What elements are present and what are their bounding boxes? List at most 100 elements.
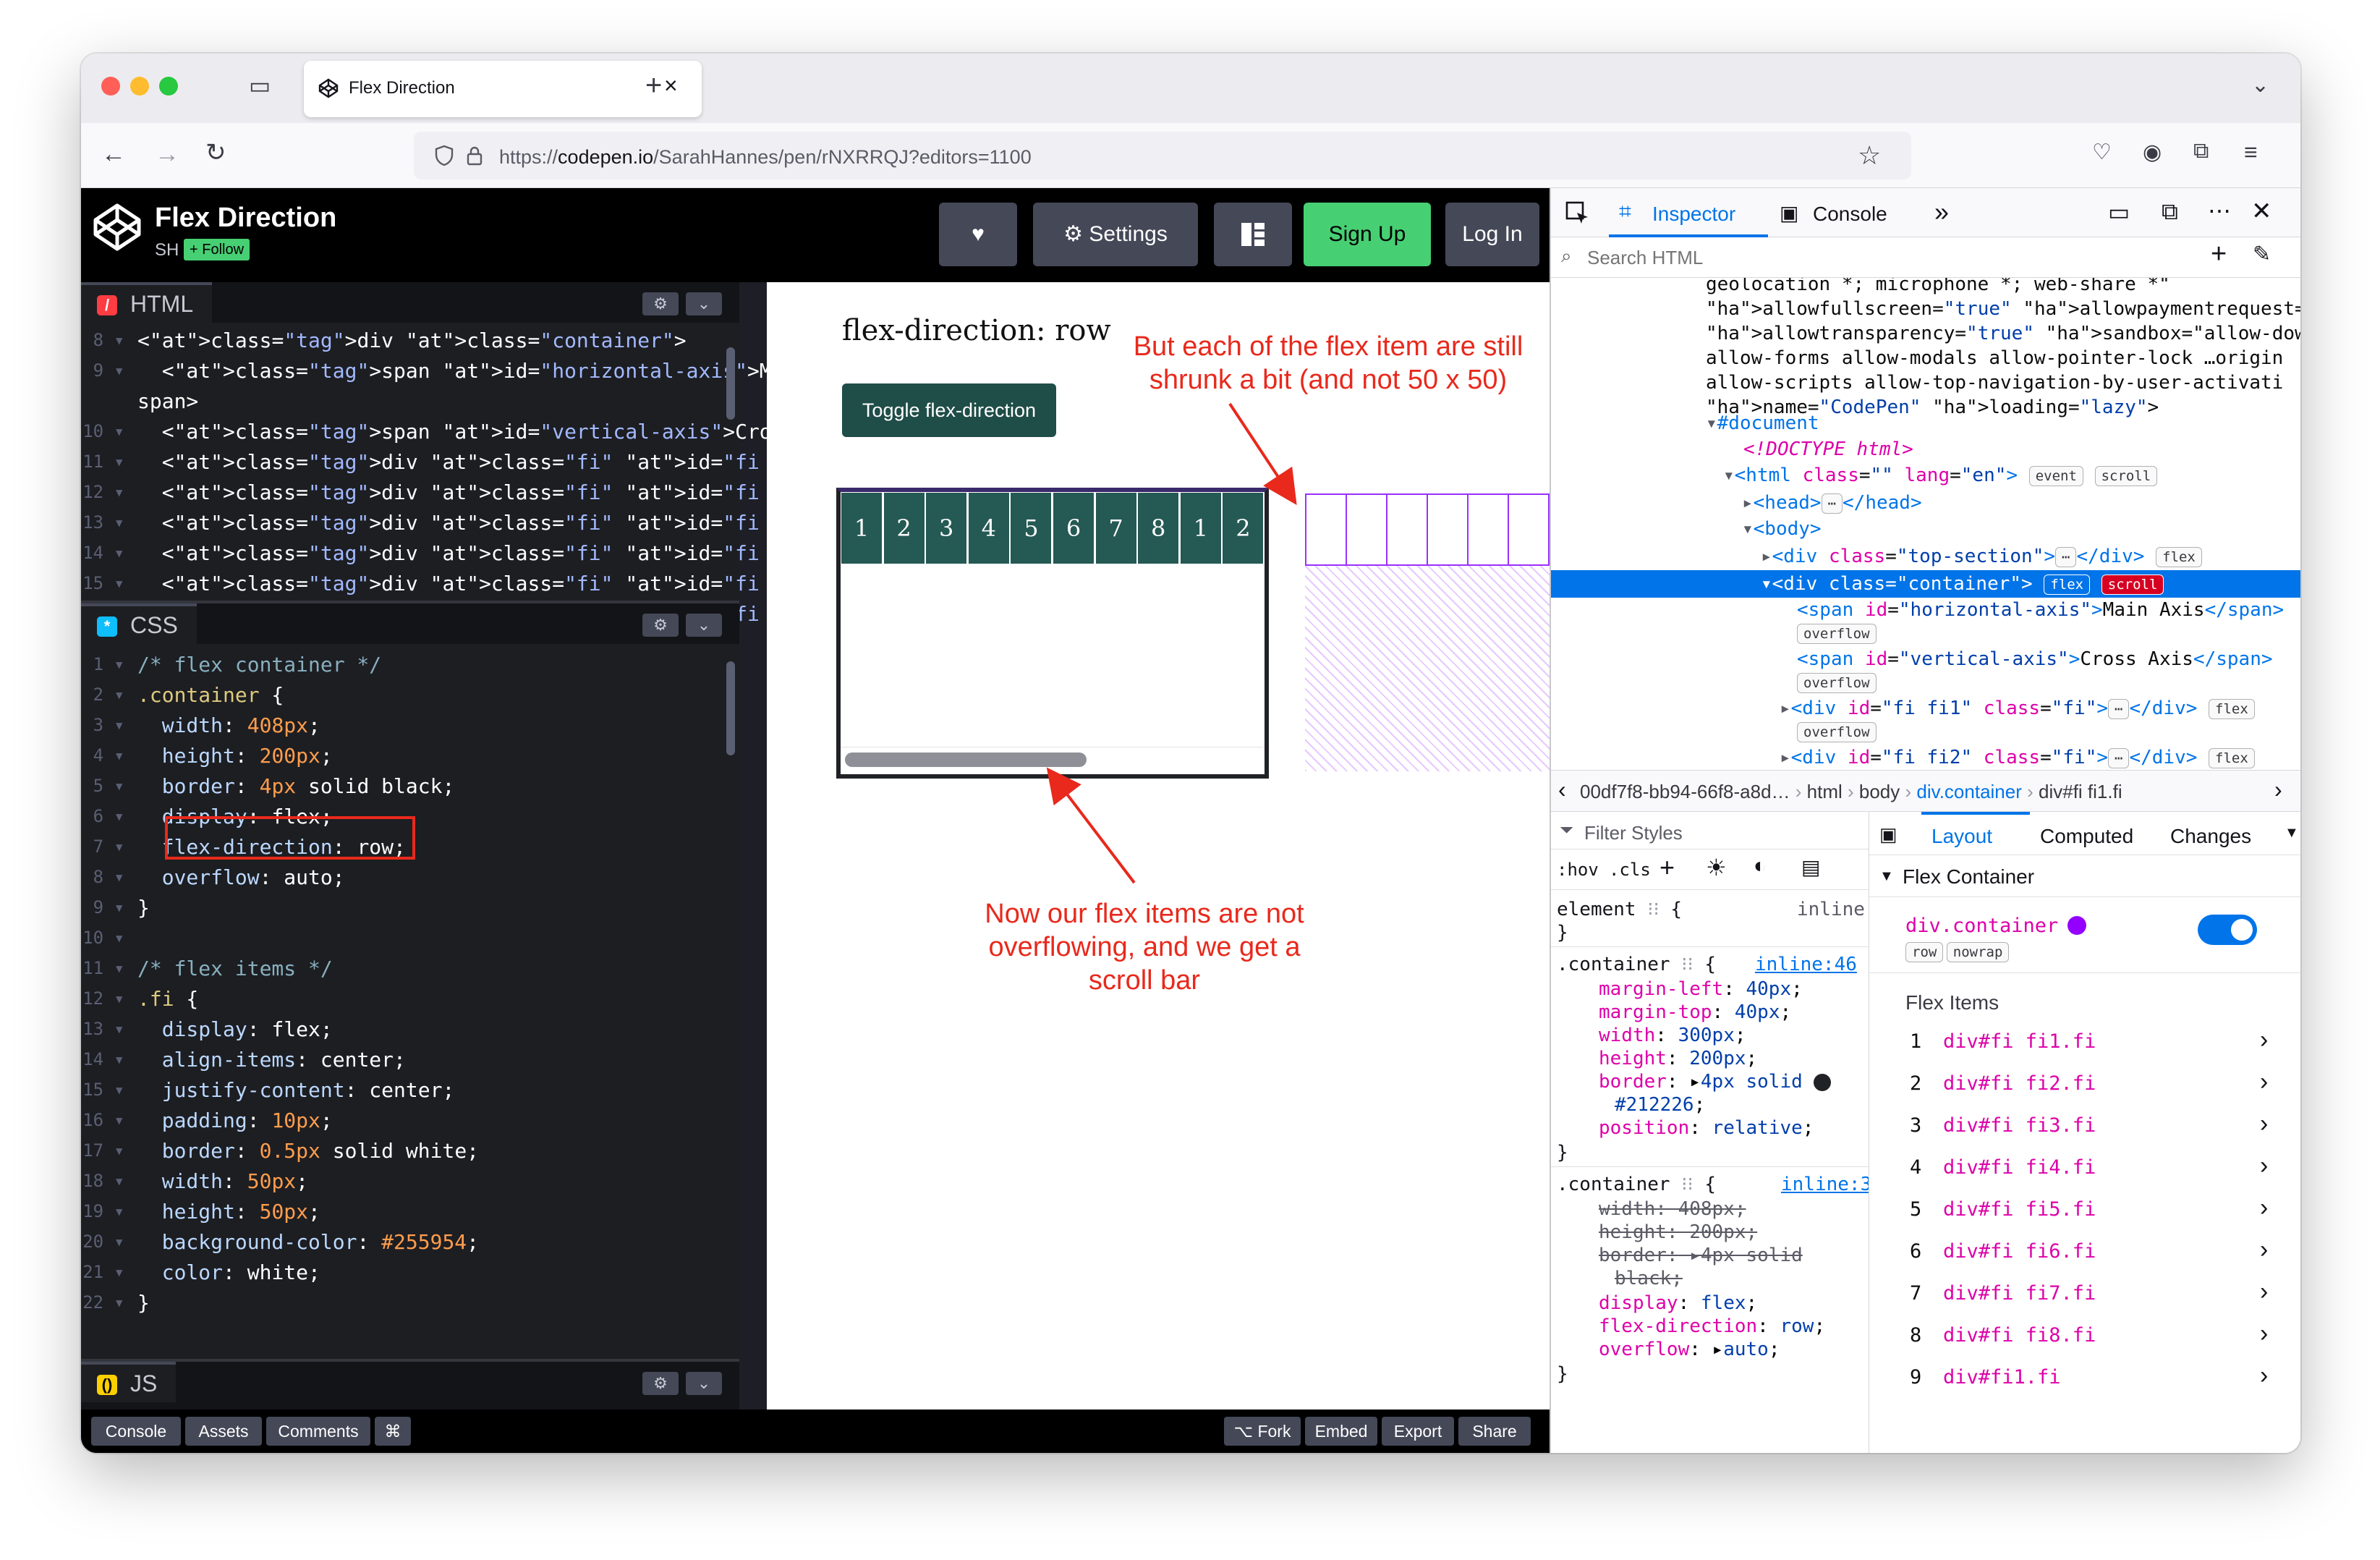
- css-scrollbar[interactable]: [726, 661, 735, 755]
- tab-computed[interactable]: Computed: [2040, 825, 2134, 847]
- tab-list-chevron-icon[interactable]: ⌄: [2251, 73, 2270, 97]
- responsive-design-icon[interactable]: ⧉: [2162, 198, 2178, 224]
- html-collapse-button[interactable]: ⌄: [686, 292, 722, 315]
- highlight-color-swatch[interactable]: [2067, 916, 2086, 935]
- rule1-source-link[interactable]: inline:46: [1755, 954, 1857, 975]
- tab-changes[interactable]: Changes▼: [2170, 825, 2299, 847]
- top-section-node[interactable]: ▸<div class="top-section">⋯</div> flex: [1761, 546, 2202, 567]
- forward-arrow-icon[interactable]: →: [155, 140, 179, 168]
- html-settings-button[interactable]: ⚙: [642, 292, 679, 315]
- dock-side-icon[interactable]: ▭: [2108, 199, 2130, 225]
- address-bar[interactable]: https://codepen.io/SarahHannes/pen/rNXRR…: [414, 132, 1911, 179]
- hov-toggle[interactable]: :hov: [1557, 860, 1599, 880]
- console-button[interactable]: Console: [91, 1417, 181, 1446]
- filter-styles-input[interactable]: Filter Styles: [1584, 822, 1683, 844]
- breadcrumb-item[interactable]: div#fi fi1.fi: [2039, 781, 2122, 802]
- js-editor-tab[interactable]: ()JS: [81, 1362, 177, 1402]
- extensions-icon[interactable]: ⧉: [2193, 139, 2209, 163]
- rule2-source-link[interactable]: inline:3: [1781, 1174, 1869, 1195]
- browser-tab[interactable]: Flex Direction ×: [304, 61, 702, 117]
- html-scrollbar[interactable]: [726, 347, 735, 420]
- fi2-node[interactable]: ▸<div id="fi fi2" class="fi">⋯</div> fle…: [1780, 747, 2255, 768]
- inspector-tab[interactable]: ⌗ Inspector: [1609, 188, 1768, 237]
- css-collapse-button[interactable]: ⌄: [686, 614, 722, 637]
- js-settings-button[interactable]: ⚙: [642, 1372, 679, 1395]
- search-html-input[interactable]: [1587, 243, 2195, 272]
- tab-tray-icon[interactable]: ▭: [249, 72, 271, 98]
- cls-toggle[interactable]: .cls: [1609, 860, 1651, 880]
- flex-container-selector[interactable]: div.container: [1905, 915, 2059, 937]
- follow-button[interactable]: + Follow: [184, 239, 250, 260]
- breadcrumb-right-icon[interactable]: ›: [2274, 776, 2282, 802]
- html-node[interactable]: ▾<html class="" lang="en"> event scroll: [1723, 465, 2158, 486]
- more-tabs-icon[interactable]: »: [1934, 197, 1950, 226]
- close-window-button[interactable]: [101, 77, 120, 96]
- contrast-icon[interactable]: ◐: [1754, 854, 1767, 878]
- document-node[interactable]: ▾#document: [1706, 412, 1819, 434]
- add-node-icon[interactable]: +: [2211, 239, 2227, 269]
- minimize-window-button[interactable]: [130, 77, 149, 96]
- flex-container-section[interactable]: ▼ Flex Container: [1869, 855, 2300, 897]
- tab-layout[interactable]: Layout: [1921, 812, 2030, 855]
- fork-button[interactable]: ⌥ Fork: [1224, 1417, 1301, 1446]
- preview-horizontal-scrollbar[interactable]: [845, 753, 1087, 767]
- assets-button[interactable]: Assets: [185, 1417, 262, 1446]
- codepen-logo-icon[interactable]: [91, 201, 143, 253]
- flexbox-highlighter-toggle[interactable]: [2198, 915, 2257, 945]
- eyedropper-icon[interactable]: ✎: [2253, 242, 2271, 266]
- html-editor-tab[interactable]: /HTML: [81, 282, 213, 323]
- keyboard-shortcuts-button[interactable]: ⌘: [375, 1417, 411, 1446]
- pocket-icon[interactable]: ♡: [2092, 140, 2112, 164]
- bookmark-star-icon[interactable]: ☆: [1858, 140, 1882, 170]
- comments-button[interactable]: Comments: [266, 1417, 370, 1446]
- breadcrumb-item[interactable]: div.container: [1916, 781, 2022, 802]
- export-button[interactable]: Export: [1382, 1417, 1454, 1446]
- container-rule-2[interactable]: .container ⁝⁝ {: [1557, 1174, 1717, 1195]
- embed-button[interactable]: Embed: [1305, 1417, 1377, 1446]
- print-media-icon[interactable]: ▤: [1801, 856, 1821, 878]
- breadcrumb-item[interactable]: 00df7f8-bb94-66f8-a8d…: [1580, 781, 1790, 802]
- share-button[interactable]: Share: [1458, 1417, 1531, 1446]
- new-tab-button[interactable]: +: [645, 69, 663, 101]
- fi1-node[interactable]: ▸<div id="fi fi1" class="fi">⋯</div> fle…: [1780, 698, 2255, 719]
- overflow-menu-icon[interactable]: ⋯: [2208, 198, 2231, 224]
- body-node[interactable]: ▾<body>: [1742, 518, 1822, 540]
- back-arrow-icon[interactable]: ←: [101, 140, 126, 168]
- head-node[interactable]: ▸<head>⋯</head>: [1742, 492, 1922, 514]
- close-devtools-icon[interactable]: ✕: [2251, 198, 2272, 225]
- toggle-sidebar-icon[interactable]: ▣: [1879, 823, 1897, 845]
- account-icon[interactable]: ◉: [2143, 140, 2162, 164]
- add-rule-icon[interactable]: +: [1659, 852, 1675, 882]
- toggle-flex-direction-button[interactable]: Toggle flex-direction: [842, 383, 1056, 437]
- breadcrumb-item[interactable]: html: [1806, 781, 1843, 802]
- zoom-window-button[interactable]: [159, 77, 178, 96]
- pen-author[interactable]: SH: [155, 240, 179, 260]
- breadcrumb-left-icon[interactable]: ‹: [1558, 776, 1566, 802]
- console-tab[interactable]: ▣ Console: [1780, 188, 1924, 237]
- element-rule[interactable]: element ⁝⁝ {: [1557, 899, 1683, 920]
- element-picker-icon[interactable]: [1565, 201, 1590, 226]
- settings-button[interactable]: ⚙ Settings: [1033, 203, 1198, 266]
- love-button[interactable]: ♥: [939, 203, 1017, 266]
- breadcrumb-item[interactable]: body: [1858, 781, 1900, 802]
- close-tab-icon[interactable]: ×: [664, 72, 678, 98]
- js-collapse-button[interactable]: ⌄: [686, 1372, 722, 1395]
- css-editor-tab[interactable]: *CSS: [81, 603, 197, 644]
- container-rule-1[interactable]: .container ⁝⁝ {: [1557, 954, 1717, 975]
- horizontal-axis-node[interactable]: <span id="horizontal-axis">Main Axis</sp…: [1797, 599, 2285, 621]
- layout-button[interactable]: [1214, 203, 1292, 266]
- vertical-axis-node[interactable]: <span id="vertical-axis">Cross Axis</spa…: [1797, 648, 2273, 670]
- reload-icon[interactable]: ↻: [205, 139, 226, 166]
- selected-container-node[interactable]: ▾<div class="container"> flex scroll: [1551, 570, 2300, 598]
- signup-button[interactable]: Sign Up: [1304, 203, 1431, 266]
- login-button[interactable]: Log In: [1445, 203, 1539, 266]
- menu-icon[interactable]: ≡: [2244, 139, 2258, 165]
